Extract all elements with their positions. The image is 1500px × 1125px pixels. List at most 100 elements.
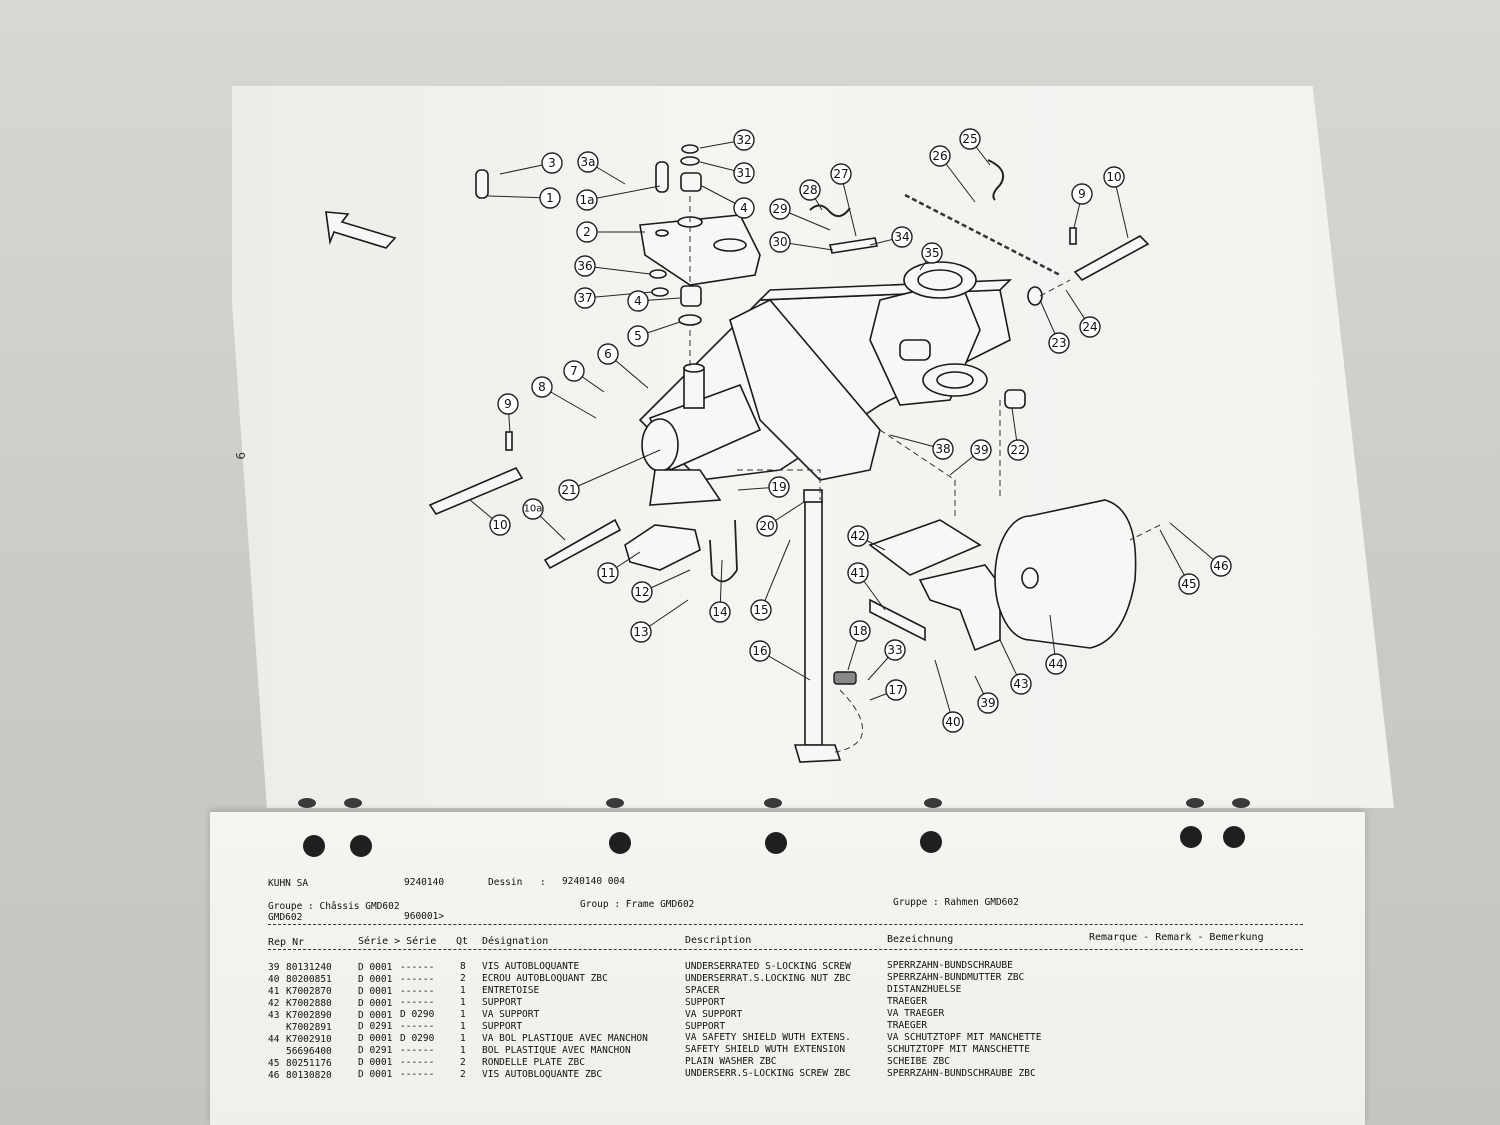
cell-to: ------ [400, 1057, 435, 1069]
callout-38: 38 [932, 438, 954, 460]
callout-label: 22 [1010, 443, 1025, 457]
callout-circle [749, 640, 771, 662]
callout-4: 4 [733, 197, 755, 219]
callout-36: 36 [574, 255, 596, 277]
callout-label: 14 [712, 605, 727, 619]
cell-qt: 2 [460, 1068, 466, 1080]
callout-circle [847, 562, 869, 584]
callout-circle [597, 562, 619, 584]
cell-de: TRAEGER [887, 1019, 928, 1031]
group-en: Group : Frame GMD602 [580, 899, 695, 910]
cell-fr: ECROU AUTOBLOQUANT ZBC [482, 973, 608, 985]
cell-from: D 0001 [358, 997, 393, 1009]
callout-circle [497, 393, 519, 415]
cell-rep: 44 [268, 1033, 280, 1045]
punch-hole [764, 798, 782, 808]
callout-label: 35 [924, 246, 939, 260]
callout-37: 37 [574, 287, 596, 309]
callout-label: 10a [524, 504, 543, 515]
callout-6: 6 [597, 343, 619, 365]
chain-24 [904, 193, 1061, 277]
cell-nr: K7002880 [286, 997, 332, 1009]
callout-circle [597, 343, 619, 365]
washer-37 [651, 287, 669, 297]
callout-circle [1045, 653, 1067, 675]
cell-nr: K7002891 [286, 1021, 332, 1033]
spacer-41 [869, 598, 926, 642]
callout-44: 44 [1045, 653, 1067, 675]
housing-shaft [683, 367, 705, 409]
cell-en: VA SUPPORT [685, 1008, 743, 1020]
cell-to: ------ [400, 1069, 435, 1081]
callout-label: 46 [1213, 559, 1228, 573]
callout-circle [830, 163, 852, 185]
callout-circle [733, 129, 755, 151]
callout-label: 33 [887, 643, 902, 657]
cell-rep: 46 [268, 1069, 280, 1081]
cell-de: TRAEGER [887, 996, 928, 1007]
cell-qt: 1 [460, 1021, 466, 1033]
callout-2: 2 [576, 221, 598, 243]
callout-label: 28 [802, 183, 817, 197]
callout-label: 4 [740, 201, 748, 215]
callout-29: 29 [769, 198, 791, 220]
callout-25: 25 [959, 128, 981, 150]
pin-1 [475, 169, 489, 199]
callout-circle [531, 376, 553, 398]
cell-to: ------ [400, 985, 435, 997]
frame-boss [899, 339, 931, 361]
cell-qt: 1 [460, 1033, 466, 1045]
punch-hole [609, 832, 631, 854]
stand-leg [804, 499, 823, 746]
callout-17: 17 [885, 679, 907, 701]
cell-de: VA TRAEGER [887, 1007, 945, 1019]
punch-hole [303, 835, 325, 857]
cell-from: D 0291 [358, 1021, 393, 1033]
callout-7: 7 [563, 360, 585, 382]
callout-circle [733, 162, 755, 184]
callout-label: 31 [736, 166, 751, 180]
cell-nr: 80251176 [286, 1057, 332, 1069]
callout-label: 9 [1078, 187, 1086, 201]
callout-label: 36 [577, 259, 592, 273]
cell-nr: 56696400 [286, 1045, 332, 1057]
callout-label: 43 [1013, 677, 1028, 691]
callout-circle [756, 515, 778, 537]
callout-46: 46 [1210, 555, 1232, 577]
column-serie: Série > Série [358, 936, 437, 947]
callout-label: 30 [772, 235, 787, 249]
clamp-hole-small [655, 229, 669, 237]
callout-circle [574, 255, 596, 277]
cell-to: ------ [400, 1045, 435, 1057]
washer-32 [681, 144, 699, 154]
company-name: KUHN SA [268, 878, 309, 889]
callout-circle [884, 639, 906, 661]
callout-23: 23 [1048, 332, 1070, 354]
callout-circle [942, 711, 964, 733]
callout-circle [577, 151, 599, 173]
bushing-22 [1004, 389, 1026, 409]
parts-list-page: KUHN SA 9240140 Dessin : 9240140 004 Gro… [210, 812, 1365, 1125]
washer-5 [678, 314, 702, 326]
cell-rep: 43 [268, 1009, 280, 1021]
punch-hole [765, 832, 787, 854]
callout-label: 32 [736, 133, 751, 147]
callout-circle [489, 514, 511, 536]
cell-rep: 40 [268, 973, 280, 985]
callout-39: 39 [977, 692, 999, 714]
punch-hole [1223, 826, 1245, 848]
cell-nr: K7002890 [286, 1009, 332, 1021]
cell-en: UNDERSERR.S-LOCKING SCREW ZBC [685, 1068, 851, 1080]
cell-de: SCHEIBE ZBC [887, 1055, 950, 1067]
callout-45: 45 [1178, 573, 1200, 595]
callout-label: 13 [633, 625, 648, 639]
callout-label: 38 [935, 442, 950, 456]
leader-line [568, 449, 661, 491]
cell-en: UNDERSERRATED S-LOCKING SCREW [685, 960, 851, 972]
callout-label: 42 [850, 529, 865, 543]
